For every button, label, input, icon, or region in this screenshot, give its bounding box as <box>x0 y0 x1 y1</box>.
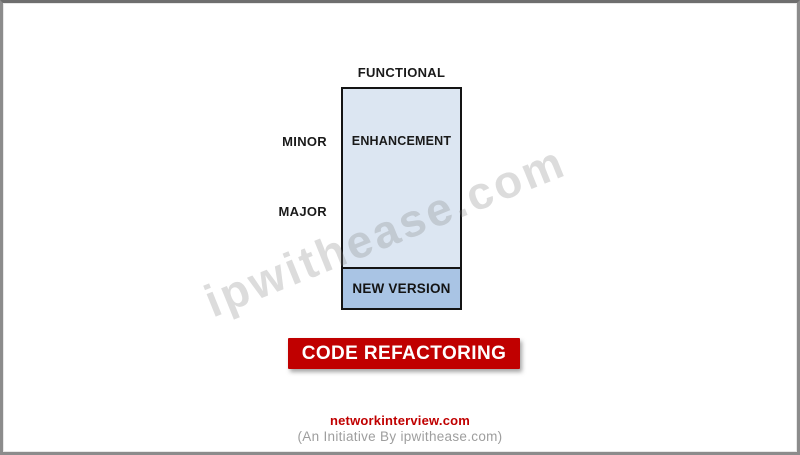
minor-label: MINOR <box>282 134 327 149</box>
new-version-section: NEW VERSION <box>343 267 460 308</box>
footer-tagline: (An Initiative By ipwithease.com) <box>297 429 503 444</box>
footer-site-link: networkinterview.com <box>329 413 471 428</box>
title-banner-text: CODE REFACTORING <box>301 342 507 364</box>
title-banner: CODE REFACTORING <box>288 338 520 369</box>
version-stack-box: ENHANCEMENT NEW VERSION <box>341 87 462 310</box>
functional-label: FUNCTIONAL <box>357 65 446 80</box>
major-label: MAJOR <box>278 204 327 219</box>
enhancement-section: ENHANCEMENT <box>351 134 452 148</box>
